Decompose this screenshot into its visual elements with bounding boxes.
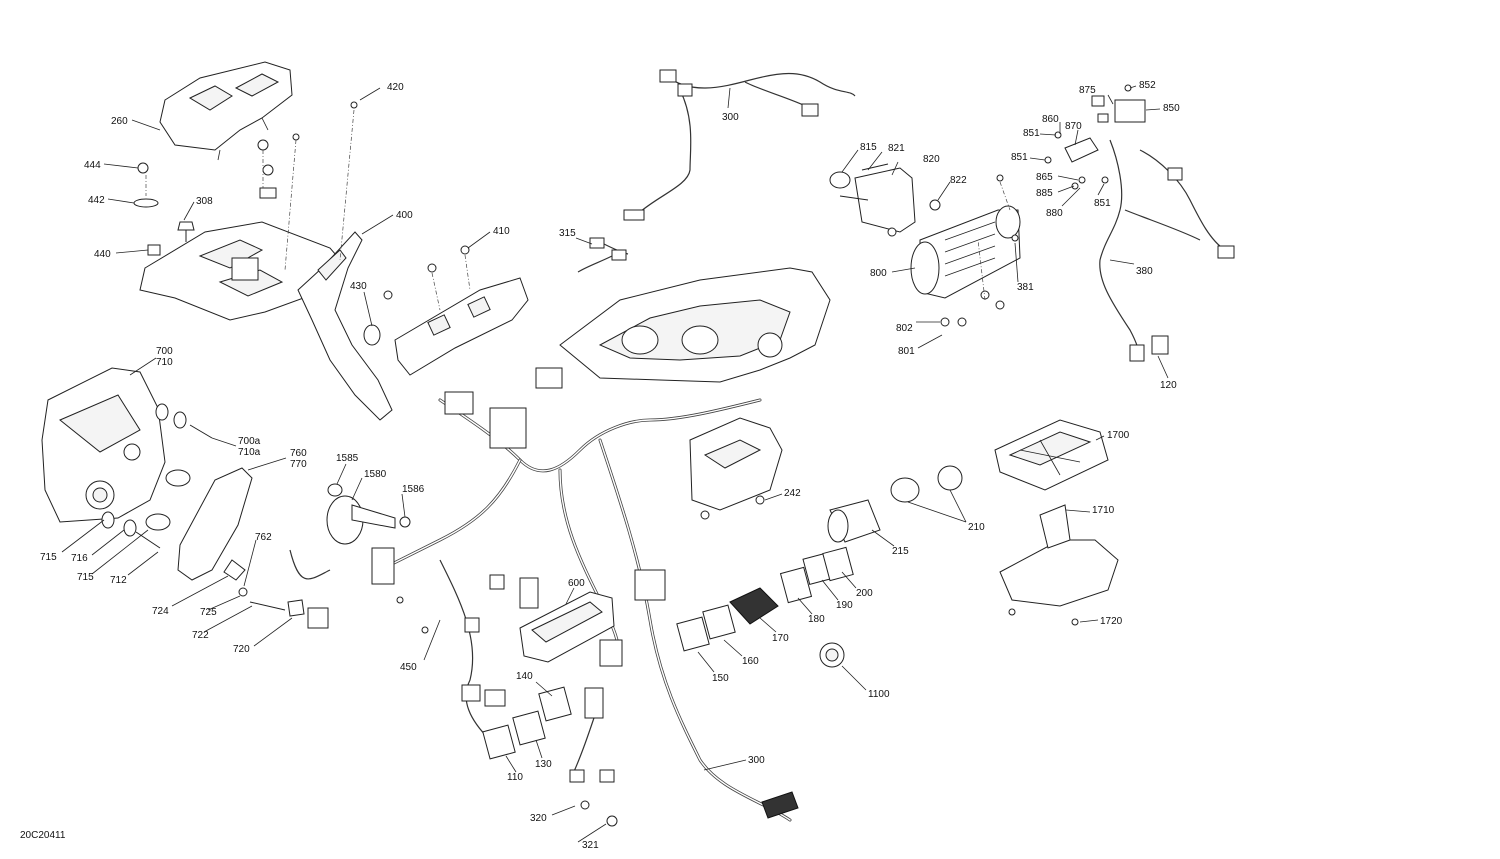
part-300-upper-harness [623, 69, 856, 221]
callout-822: 822 [950, 175, 967, 186]
part-400-bracket [297, 231, 393, 421]
part-315-sensor [577, 237, 629, 273]
callout-420: 420 [387, 82, 404, 93]
callout-815: 815 [860, 142, 877, 153]
callout-851-b: 851 [1011, 152, 1028, 163]
callout-860: 860 [1042, 114, 1059, 125]
part-300-main-harness [289, 367, 799, 827]
callout-880: 880 [1046, 208, 1063, 219]
callout-820: 820 [923, 154, 940, 165]
diagram-code: 20C20411 [20, 830, 66, 841]
callout-321: 321 [582, 840, 599, 851]
callout-300-lower: 300 [748, 755, 765, 766]
part-820-winch-bracket [829, 163, 941, 237]
part-600-gauge-cluster [519, 591, 615, 663]
part-switches [482, 546, 854, 760]
callout-320: 320 [530, 813, 547, 824]
callout-400: 400 [396, 210, 413, 221]
callout-140: 140 [516, 671, 533, 682]
part-260-cover [159, 61, 293, 161]
callout-850: 850 [1163, 103, 1180, 114]
callout-242: 242 [784, 488, 801, 499]
callout-885: 885 [1036, 188, 1053, 199]
callout-801: 801 [898, 346, 915, 357]
callout-770: 770 [290, 459, 307, 470]
callout-444: 444 [84, 160, 101, 171]
callout-215: 215 [892, 546, 909, 557]
callout-851-a: 851 [1023, 128, 1040, 139]
part-850-relay-380-harness [1044, 84, 1235, 362]
callout-315: 315 [559, 228, 576, 239]
part-760-bracket [177, 467, 305, 617]
callout-380: 380 [1136, 266, 1153, 277]
callout-110: 110 [507, 772, 523, 783]
part-242-module [689, 417, 783, 520]
part-1580-horn [326, 483, 411, 545]
callout-160: 160 [742, 656, 759, 667]
callout-210: 210 [968, 522, 985, 533]
part-800-winch [910, 174, 1021, 327]
callout-308: 308 [196, 196, 213, 207]
callout-852: 852 [1139, 80, 1156, 91]
callout-720: 720 [233, 644, 250, 655]
callout-410: 410 [493, 226, 510, 237]
callout-labels: 420 260 444 442 308 400 440 430 410 300 … [40, 80, 1180, 851]
callout-700: 700 [156, 346, 173, 357]
callout-865: 865 [1036, 172, 1053, 183]
callout-130: 130 [535, 759, 552, 770]
callout-870: 870 [1065, 121, 1082, 132]
callout-1100: 1100 [868, 689, 890, 700]
callout-180: 180 [808, 614, 825, 625]
callout-170: 170 [772, 633, 789, 644]
callout-821: 821 [888, 143, 905, 154]
part-1700-ecu [994, 419, 1119, 626]
callout-800: 800 [870, 268, 887, 279]
callout-875: 875 [1079, 85, 1096, 96]
installation-lines [145, 109, 1011, 311]
callout-722: 722 [192, 630, 209, 641]
callout-715-a: 715 [40, 552, 57, 563]
callout-450: 450 [400, 662, 417, 673]
callout-200: 200 [856, 588, 873, 599]
callout-600: 600 [568, 578, 585, 589]
callout-442: 442 [88, 195, 105, 206]
part-410-panel [363, 245, 529, 376]
part-210-215 [827, 465, 963, 543]
part-dashboard-frame [559, 267, 831, 383]
callout-1586: 1586 [402, 484, 425, 495]
callout-725: 725 [200, 607, 217, 618]
callout-150: 150 [712, 673, 729, 684]
callout-1710: 1710 [1092, 505, 1115, 516]
callout-802: 802 [896, 323, 913, 334]
callout-381: 381 [1017, 282, 1034, 293]
callout-710a: 710a [238, 447, 261, 458]
callout-760: 760 [290, 448, 307, 459]
callout-120: 120 [1160, 380, 1177, 391]
callout-260: 260 [111, 116, 128, 127]
callout-1585: 1585 [336, 453, 359, 464]
callout-715-b: 715 [77, 572, 94, 583]
leader-lines [61, 85, 1169, 843]
part-440-tray [139, 221, 343, 321]
callout-700a: 700a [238, 436, 261, 447]
callout-762: 762 [255, 532, 272, 543]
part-700-headlight [41, 367, 213, 549]
callout-190: 190 [836, 600, 853, 611]
callout-440: 440 [94, 249, 111, 260]
callout-724: 724 [152, 606, 169, 617]
callout-716: 716 [71, 553, 88, 564]
callout-1700: 1700 [1107, 430, 1130, 441]
callout-430: 430 [350, 281, 367, 292]
callout-712: 712 [110, 575, 127, 586]
callout-300-upper: 300 [722, 112, 739, 123]
callout-1580: 1580 [364, 469, 387, 480]
callout-710: 710 [156, 357, 173, 368]
callout-851-c: 851 [1094, 198, 1111, 209]
callout-1720: 1720 [1100, 616, 1123, 627]
